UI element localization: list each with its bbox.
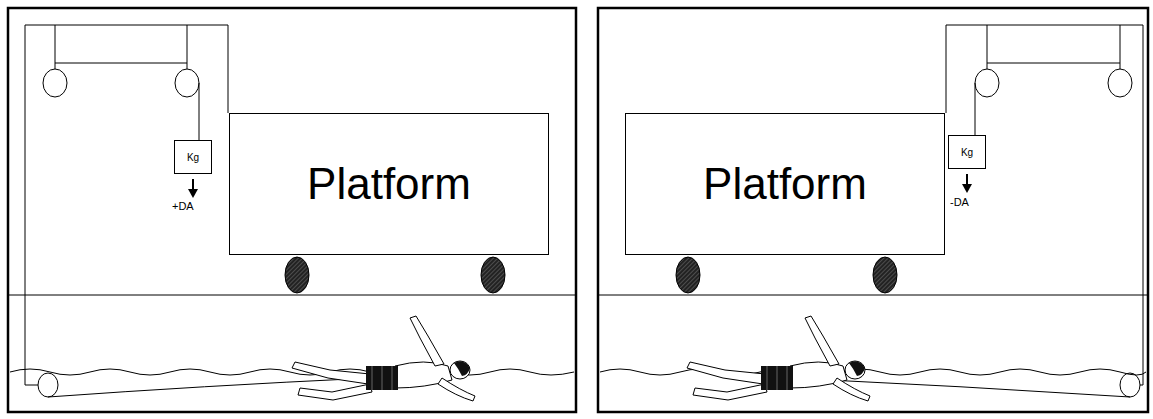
- force-label: -DA: [950, 196, 969, 208]
- water-line: [600, 369, 1146, 375]
- rope: [975, 83, 976, 135]
- wheel: [481, 257, 505, 293]
- rope: [1143, 25, 1144, 385]
- pulley: [1120, 373, 1140, 397]
- node-text: Platform: [307, 159, 471, 209]
- pulley-bar: [55, 25, 187, 63]
- swimmer: [687, 316, 870, 401]
- pulley: [43, 69, 67, 97]
- panel-frame: [8, 8, 576, 412]
- weight-box: Kg: [174, 140, 212, 174]
- node-text: Kg: [961, 147, 973, 158]
- swimmer: [292, 316, 475, 401]
- node-text: Platform: [703, 159, 867, 209]
- ground-line: [598, 295, 1148, 296]
- rope: [199, 83, 200, 140]
- pulley: [175, 69, 199, 97]
- wheel: [873, 257, 897, 293]
- panel-frame: [598, 8, 1148, 412]
- rope: [25, 385, 38, 386]
- pulley-bar: [987, 25, 1120, 63]
- force-label: +DA: [172, 200, 194, 212]
- node-text: Kg: [187, 152, 199, 163]
- rope: [25, 25, 26, 385]
- weight-box: Kg: [948, 135, 986, 169]
- pulley: [38, 373, 58, 397]
- force-arrow: [966, 174, 968, 185]
- ground-line: [8, 295, 576, 296]
- pulley: [975, 69, 999, 97]
- platform-box: Platform: [229, 113, 549, 255]
- force-arrow: [192, 179, 194, 190]
- wheel: [285, 257, 309, 293]
- platform-box: Platform: [625, 113, 945, 255]
- wheel: [676, 257, 700, 293]
- frame-structure: [25, 25, 228, 113]
- pulley: [1108, 69, 1132, 97]
- water-line: [10, 369, 574, 375]
- frame-structure: [946, 25, 1143, 113]
